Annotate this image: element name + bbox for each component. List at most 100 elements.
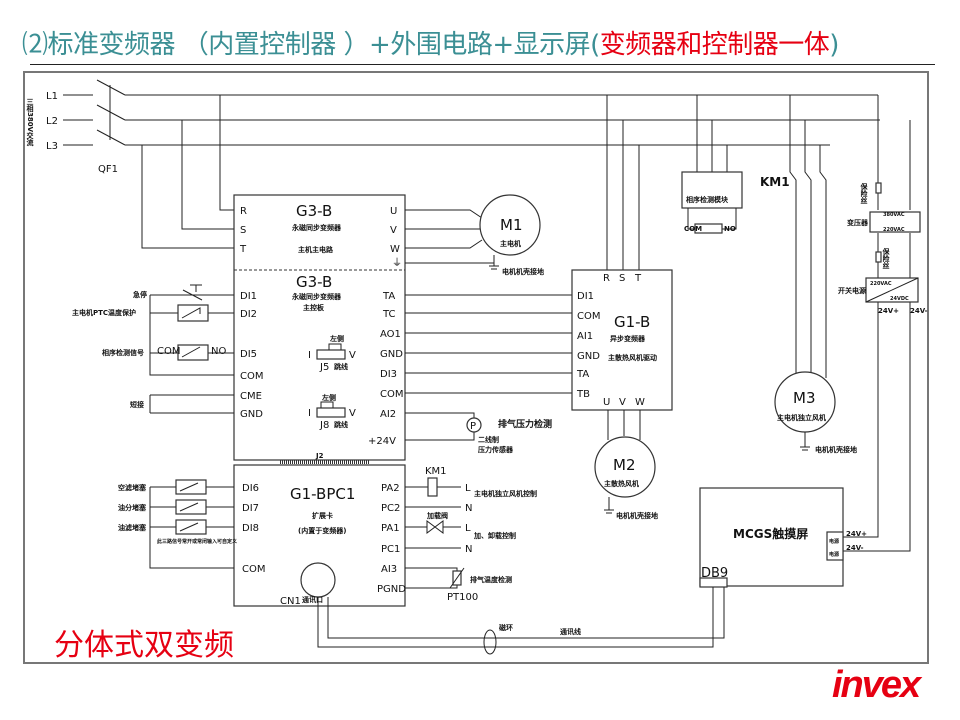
temp-label: 排气温度检测: [470, 575, 512, 584]
phase-module-label: 相序检测模块: [686, 195, 729, 204]
m3-name: M3: [793, 389, 816, 407]
estop-switch-icon: [182, 284, 203, 301]
j8-i: I: [308, 408, 311, 419]
input-oil-separator: 油分堵塞: [118, 503, 147, 512]
phase-module-no: NO: [724, 225, 736, 233]
pin-ground: ⏚: [392, 257, 402, 269]
g1b-desc1: 异步变频器: [610, 334, 646, 343]
g1b-pin-com: COM: [577, 311, 600, 322]
title-close: ): [829, 30, 839, 60]
g3b-power-name: G3-B: [296, 202, 332, 220]
g1b-pin-gnd: GND: [577, 351, 600, 362]
line-l3-label: L3: [46, 141, 58, 152]
transformer-primary: 380VAC: [883, 212, 905, 218]
g3b-power-desc1: 永磁同步变频器: [291, 223, 342, 232]
g3b-control-desc2: 主控板: [303, 303, 325, 312]
pin-com-exp: COM: [242, 564, 265, 575]
invex-logo: invex: [832, 664, 921, 706]
expansion-desc1: 扩展卡: [312, 511, 333, 520]
slide-subtitle: 分体式双变频: [54, 628, 234, 663]
g3b-left-pins: DI1 DI2 DI5 COM CME GND: [240, 291, 263, 420]
m3-ground-label: 电机机壳接地: [815, 445, 857, 454]
phase-module-box: [681, 171, 743, 209]
pin-pa1: PA1: [381, 523, 400, 534]
g1b-name: G1-B: [614, 313, 650, 331]
psu-24v-plus: 24V+: [878, 307, 899, 315]
km1-coil-label: KM1: [425, 466, 447, 477]
hmi-24v-plus: 24V+: [846, 530, 867, 538]
pressure-symbol: P: [470, 421, 476, 432]
supply-bus: [125, 94, 880, 146]
ptc-label: 主电机PTC温度保护: [72, 308, 136, 317]
pin-u: U: [390, 206, 397, 217]
psu-label: 开关电源: [838, 286, 866, 295]
hmi-power-connector: [826, 531, 844, 561]
j8-side: 左侧: [321, 393, 336, 402]
jumper-j8: I V 左侧 J8 跳线: [308, 393, 356, 431]
n-label-1: N: [465, 503, 472, 514]
left-inputs: 急停 主电机PTC温度保护 相序检测信号 COM NO 短接: [72, 284, 234, 414]
pin-w: W: [390, 244, 400, 255]
pressure-sensor2: 压力传感器: [478, 445, 514, 454]
g1b-pin-ai1: AI1: [577, 331, 593, 342]
pin-pc2: PC2: [381, 503, 400, 514]
pin-ai2: AI2: [380, 409, 396, 420]
load-control-label: 加、卸载控制: [473, 531, 516, 540]
g1b-pin-s: S: [619, 273, 625, 284]
fuse-label-1: 保险丝: [860, 182, 869, 204]
cn1-connector: [300, 562, 336, 598]
g3b-power-desc2: 主机主电路: [298, 245, 334, 254]
pin-di1: DI1: [240, 291, 257, 302]
ground-icon: [489, 255, 499, 270]
pin-ao1: AO1: [380, 329, 401, 340]
g1b-pin-u: U: [603, 397, 610, 408]
pin-ta: TA: [382, 291, 395, 302]
pin-cme: CME: [240, 391, 262, 402]
phase-module-supply: [696, 95, 728, 172]
cn1-label: CN1: [280, 596, 301, 607]
comm-cable: [317, 587, 725, 648]
psu-24v-minus: 24V-: [910, 307, 928, 315]
transformer-secondary: 220VAC: [883, 227, 905, 233]
g1b-supply: [606, 95, 640, 270]
pin-v: V: [390, 225, 397, 236]
j5-v: V: [349, 350, 356, 361]
j5-suffix: 跳线: [334, 362, 348, 371]
g1b-desc2: 主散热风机驱动: [608, 353, 657, 362]
estop-label: 急停: [133, 290, 147, 299]
expansion-outputs: KM1 加载阀 PT100 排气温度检测 L N L N 主电机独立风机控制 加…: [405, 466, 537, 603]
pin-24v: +24V: [368, 436, 396, 447]
j8-label: J8: [319, 420, 329, 431]
pin-pc1: PC1: [381, 544, 400, 555]
g1b-pin-tb: TB: [576, 389, 590, 400]
cn1-note: 通讯口: [302, 595, 323, 604]
hmi-pwr1: 电源: [829, 538, 839, 545]
j2-label: J2: [315, 452, 324, 460]
short-label: 短接: [130, 400, 144, 409]
g1b-pin-r: R: [603, 273, 610, 284]
ground-icon: [800, 432, 810, 451]
ferrite-ring-label: 磁环: [499, 623, 513, 632]
j5-i: I: [308, 350, 311, 361]
mcgs-touchscreen: [699, 487, 844, 587]
phase-module-relay: [694, 223, 723, 234]
pin-di3: DI3: [380, 369, 397, 380]
l-label-2: L: [465, 523, 471, 534]
j8-v: V: [349, 408, 356, 419]
expansion-desc2: (内置于变频器): [298, 526, 346, 535]
phase-no: NO: [211, 346, 226, 357]
pin-tc: TC: [382, 309, 396, 320]
hmi-pwr2: 电源: [829, 551, 839, 558]
phase-com: COM: [157, 346, 180, 357]
input-air-filter: 空滤堵塞: [118, 483, 147, 492]
db9-label: DB9: [701, 566, 728, 581]
title-highlight: 变频器和控制器一体: [599, 30, 830, 60]
pin-com-right: COM: [380, 389, 403, 400]
slide-title: ⑵标准变频器 （内置控制器 ）+外围电路+显示屏(变频器和控制器一体): [22, 24, 839, 61]
pin-ai3: AI3: [381, 564, 397, 575]
m1-wiring: [405, 209, 494, 264]
input-oil-filter: 油滤堵塞: [118, 523, 147, 532]
line-l2-label: L2: [46, 116, 58, 127]
jumper-j5: I V 左侧 J5 跳线: [308, 334, 356, 373]
breaker-qf1: [63, 79, 126, 146]
